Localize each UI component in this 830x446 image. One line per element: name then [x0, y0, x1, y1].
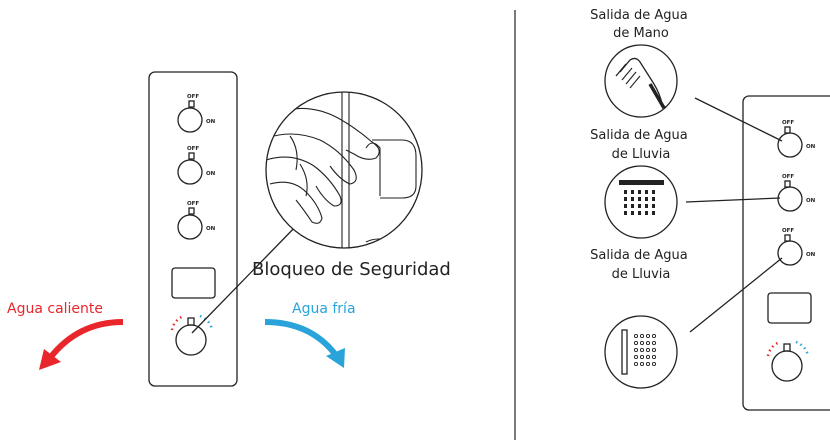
switch-3[interactable]: OFF ON: [177, 201, 216, 240]
cold-water-arrow: [264, 319, 345, 368]
switch-on-label: ON: [206, 119, 216, 125]
outlet-rain-label-2: Salida de Agua de Lluvia: [590, 248, 692, 282]
switch-hand[interactable]: OFF ON: [777, 120, 816, 158]
connector-hand: [694, 97, 783, 142]
safety-lock-label: Bloqueo de Seguridad: [252, 259, 451, 280]
hand-shower-icon: [604, 44, 678, 118]
callout-line: [191, 221, 301, 334]
thermostat-knob-right[interactable]: [766, 340, 810, 382]
switch-off-label: OFF: [187, 94, 199, 100]
rain-shower-icon: [604, 165, 678, 239]
outlet-hand-label: Salida de Agua de Mano: [590, 8, 692, 41]
control-panel-left: [148, 71, 238, 387]
switch-off-label: OFF: [187, 201, 199, 207]
thermostat-knob[interactable]: [170, 314, 214, 356]
switch-rain-1[interactable]: OFF ON: [777, 174, 816, 212]
body-jet-icon: [604, 315, 678, 389]
display-screen-right: [767, 292, 812, 324]
switch-on-label: ON: [806, 144, 816, 150]
hand-icon: [266, 107, 380, 224]
switch-off-label: OFF: [782, 228, 794, 234]
hot-water-label: Agua caliente: [7, 301, 103, 317]
switch-off-label: OFF: [187, 146, 199, 152]
outlet-rain-label-1: Salida de Agua de Lluvia: [590, 128, 692, 162]
switch-2[interactable]: OFF ON: [177, 146, 216, 185]
switch-off-label: OFF: [782, 174, 794, 180]
safety-lock-zoom-circle: [265, 91, 423, 249]
switch-1[interactable]: OFF ON: [177, 94, 216, 133]
switch-off-label: OFF: [782, 120, 794, 126]
cold-water-label: Agua fría: [292, 301, 356, 317]
switch-rain-2[interactable]: OFF ON: [777, 228, 816, 266]
hot-water-arrow: [39, 319, 124, 370]
control-panel-right: [742, 95, 830, 411]
switch-on-label: ON: [206, 171, 216, 177]
switch-on-label: ON: [806, 252, 816, 258]
connector-rain-2: [689, 257, 783, 333]
switch-on-label: ON: [206, 226, 216, 232]
display-screen: [171, 267, 216, 299]
connector-rain-1: [685, 197, 781, 203]
switch-on-label: ON: [806, 198, 816, 204]
